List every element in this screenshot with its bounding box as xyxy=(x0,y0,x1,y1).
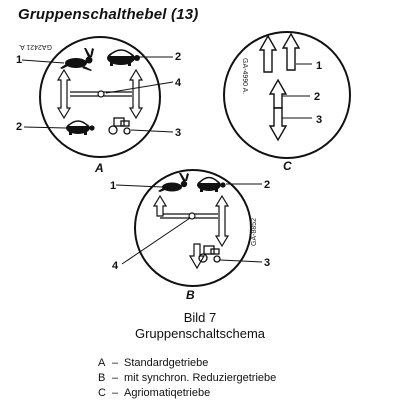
drawing-code: GA2421 A. xyxy=(18,43,52,50)
turtle-icon xyxy=(197,176,226,192)
callout-number: 3 xyxy=(175,127,181,139)
callout-number: 1 xyxy=(110,180,116,192)
arrow-down-icon xyxy=(268,107,288,142)
callout-number: 4 xyxy=(112,260,119,272)
shift-path-right-arrow xyxy=(128,68,144,120)
legend-key: C xyxy=(98,387,106,399)
shift-diagrams: 1 2 4 2 3 GA2421 A. A 1 2 3 xyxy=(16,31,351,300)
legend-key: B xyxy=(98,372,106,384)
shift-path-right-arrow xyxy=(214,194,230,248)
panel-label: B xyxy=(186,288,195,300)
callout-number: 4 xyxy=(175,77,182,89)
leader-lines xyxy=(282,63,312,119)
legend-dash: – xyxy=(112,357,119,369)
legend-text: mit synchron. Reduziergetriebe xyxy=(124,372,277,384)
drawing-code: GA-4990 A. xyxy=(241,58,248,94)
rabbit-icon xyxy=(60,48,94,71)
legend-dash: – xyxy=(112,387,119,399)
rabbit-icon xyxy=(158,173,189,192)
callout-number: 3 xyxy=(316,114,322,126)
legend-dash: – xyxy=(112,372,119,384)
legend-item: A–Standardgetriebe xyxy=(98,357,208,369)
legend-text: Agriomatiqetriebe xyxy=(124,387,211,399)
turtle-icon xyxy=(66,120,95,135)
diagram-b: 1 2 4 3 GA-8852 B xyxy=(110,169,270,300)
callout-number: 1 xyxy=(316,60,322,72)
arrow-up-icon xyxy=(258,34,278,73)
page-heading: Gruppenschalthebel (13) xyxy=(18,6,199,23)
legend-item: B–mit synchron. Reduziergetriebe xyxy=(98,372,276,384)
callout-number: 2 xyxy=(16,121,22,133)
legend-text: Standardgetriebe xyxy=(124,357,209,369)
callout-number: 2 xyxy=(175,51,181,63)
shift-path-left-arrow xyxy=(56,68,72,120)
legend-item: C–Agriomatiqetriebe xyxy=(98,387,210,399)
tractor-icon xyxy=(108,117,131,135)
callout-number: 2 xyxy=(264,179,270,191)
arrow-up-icon xyxy=(268,78,288,109)
turtle-icon xyxy=(107,49,140,66)
leader-lines xyxy=(21,56,174,133)
legend-key: A xyxy=(98,357,106,369)
diagram-a: 1 2 4 2 3 GA2421 A. A xyxy=(16,36,182,175)
figure-title: Gruppenschaltschema xyxy=(134,326,266,341)
arrow-up-icon xyxy=(281,32,301,71)
callout-number: 2 xyxy=(314,91,320,103)
tractor-icon xyxy=(198,245,221,263)
leader-lines xyxy=(115,183,263,265)
panel-label: C xyxy=(283,159,292,173)
panel-label: A xyxy=(94,161,104,175)
diagram-c: 1 2 3 GA-4990 A. C xyxy=(223,31,351,173)
drawing-code: GA-8852 xyxy=(251,218,258,246)
shift-path-left-arrow xyxy=(152,194,168,217)
figure-number: Bild 7 xyxy=(183,310,217,325)
callout-number: 1 xyxy=(16,54,22,66)
callout-number: 3 xyxy=(264,257,270,269)
arrow-down-icon xyxy=(188,243,206,270)
